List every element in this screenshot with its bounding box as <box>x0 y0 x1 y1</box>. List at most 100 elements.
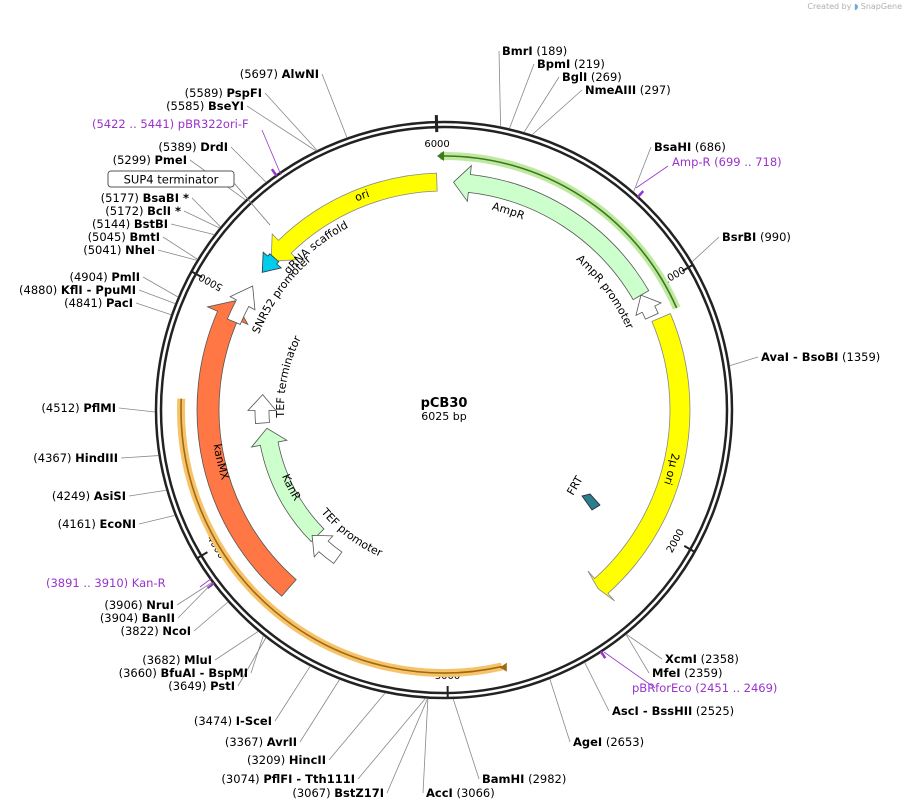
site-label-BstBI: (5144) BstBI <box>92 217 168 231</box>
site-leader-MluI <box>214 631 259 661</box>
site-label-AscIBssHII: AscI - BssHII (2525) <box>612 704 734 718</box>
site-label-EcoNI: (4161) EcoNI <box>58 517 136 531</box>
primer-label-Amp-R: Amp-R (699 .. 718) <box>672 155 782 169</box>
site-label-BsrBI: BsrBI (990) <box>722 230 791 244</box>
site-label-HindIII: (4367) HindIII <box>33 451 118 465</box>
site-leader-BanII <box>177 582 213 619</box>
site-leader-AlwNI <box>321 73 348 138</box>
site-label-MfeI: MfeI (2359) <box>652 666 722 680</box>
site-leader-AccI <box>422 698 429 794</box>
site-label-AsiSI: (4249) AsiSI <box>52 489 126 503</box>
primer-mark-pBR322ori-F <box>270 168 278 177</box>
site-leader-BmrI <box>498 50 501 127</box>
site-label-AgeI: AgeI (2653) <box>573 735 644 749</box>
site-leader-HindIII <box>120 455 159 459</box>
site-leader-BsaBI <box>191 197 221 228</box>
site-leader-HincII <box>328 692 386 761</box>
site-label-AlwNI: (5697) AlwNI <box>240 67 319 81</box>
site-label-BmrI: BmrI (189) <box>502 44 567 58</box>
site-leader-PstI <box>237 637 267 687</box>
site-label-NmeAIII: NmeAIII (297) <box>585 83 671 97</box>
site-label-PmlI: (4904) PmlI <box>69 270 140 284</box>
site-leader-PmlI <box>142 276 179 298</box>
tick-2000 <box>683 545 696 553</box>
amp-halo-line <box>440 155 678 309</box>
site-label-PacI: (4841) PacI <box>64 296 133 310</box>
site-label-NruI: (3906) NruI <box>104 598 174 612</box>
credit-brand: SnapGene <box>860 2 902 11</box>
site-label-BsaBI: (5177) BsaBI * <box>101 191 189 205</box>
site-leader-NmeAIII <box>531 89 583 136</box>
site-label-BmtI: (5045) BmtI <box>88 230 160 244</box>
site-leader-BclI <box>183 210 220 229</box>
site-leader-BstZ17I <box>386 698 428 794</box>
site-label-BseYI: (5585) BseYI <box>166 99 244 113</box>
kan-halo-line <box>180 398 502 674</box>
snr52-promoter-arrow <box>226 285 256 325</box>
grna-scaffold-arrow <box>261 251 283 273</box>
site-leader-BsrBI <box>691 236 720 263</box>
site-leader-BfuAIBspMI <box>250 635 264 674</box>
tick-label-5000: 5000 <box>197 271 225 293</box>
site-leader-NruI <box>176 582 213 606</box>
snapgene-logo-icon: ◗ <box>853 2 859 11</box>
frt-arrow <box>581 493 601 511</box>
2mu-ori-arrow <box>587 313 691 602</box>
kan-halo-head <box>499 662 507 672</box>
site-leader-PflFITth111I <box>357 698 426 780</box>
site-label-ISceI: (3474) I-SceI <box>194 714 272 728</box>
site-leader-DrdI <box>230 146 267 183</box>
primer-mark-Amp-R <box>636 190 645 198</box>
site-leader-PacI <box>135 302 172 316</box>
site-leader-BamHI <box>452 698 480 780</box>
site-leader-PspFI <box>264 92 318 151</box>
site-leader-BsaHI <box>633 146 652 192</box>
primer-label-pBRforEco: pBRforEco (2451 .. 2469) <box>632 681 777 695</box>
site-label-NheI: (5041) NheI <box>83 243 155 257</box>
restriction-sites: BmrI (189)BpmI (219)BglI (269)NmeAIII (2… <box>19 44 880 800</box>
site-label-AvrII: (3367) AvrII <box>225 735 297 749</box>
snapgene-credit: Created by ◗ SnapGene <box>807 2 902 11</box>
primer-leader-pBRforEco <box>603 651 656 689</box>
ampr-arrow <box>452 164 650 301</box>
site-leader-BpmI <box>509 63 535 129</box>
sup4-terminator-label: SUP4 terminator <box>107 170 271 226</box>
snr52-promoter-label: SNR52 promoter <box>250 253 314 336</box>
site-label-BclI: (5172) BclI * <box>105 204 181 218</box>
site-label-PflMI: (4512) PflMI <box>41 401 116 415</box>
site-label-DrdI: (5389) DrdI <box>158 140 228 154</box>
site-label-BamHI: BamHI (2982) <box>482 772 566 786</box>
site-label-AccI: AccI (3066) <box>426 786 495 800</box>
kanr-arrow <box>250 427 325 543</box>
site-leader-BglI <box>523 76 560 133</box>
primer-label-Kan-R: (3891 .. 3910) Kan-R <box>46 576 166 590</box>
site-leader-BseYI <box>246 105 317 152</box>
site-leader-ISceI <box>274 665 311 722</box>
site-leader-MfeI <box>625 634 650 674</box>
site-leader-AvaIBsoBI <box>729 356 759 367</box>
site-label-PflFITth111I: (3074) PflFI - Tth111I <box>221 772 355 786</box>
site-leader-PflMI <box>118 407 156 413</box>
site-label-PmeI: (5299) PmeI <box>113 153 187 167</box>
primer-leader-Kan-R <box>199 577 213 588</box>
site-label-BstZ17I: (3067) BstZ17I <box>292 786 384 800</box>
ampr-promoter-arrow <box>635 294 663 320</box>
credit-prefix: Created by <box>807 2 852 11</box>
site-leader-EcoNI <box>138 514 175 525</box>
site-label-BanII: (3904) BanII <box>100 611 175 625</box>
tick-5000 <box>191 270 203 279</box>
site-label-KflIPpuMI: (4880) KflI - PpuMI <box>19 283 136 297</box>
plasmid-size: 6025 bp <box>421 410 466 423</box>
site-label-MluI: (3682) MluI <box>142 653 212 667</box>
site-leader-BmtI <box>162 236 198 260</box>
site-label-HincII: (3209) HincII <box>247 753 326 767</box>
tef-terminator-label: TEF terminator <box>274 333 304 419</box>
site-label-BpmI: BpmI (219) <box>537 57 605 71</box>
tef-terminator-arrow <box>247 393 277 424</box>
site-label-NcoI: (3822) NcoI <box>120 624 191 638</box>
ori-arrow <box>270 172 438 262</box>
primer-mark-pBRforEco <box>599 650 607 659</box>
tick-label-6000: 6000 <box>424 139 449 150</box>
